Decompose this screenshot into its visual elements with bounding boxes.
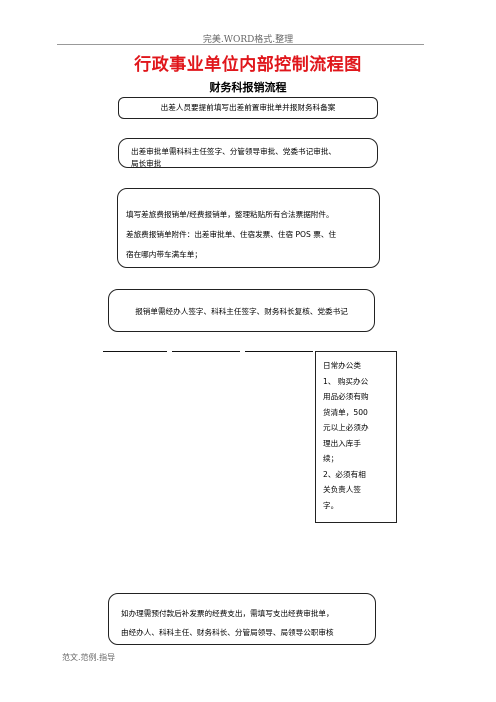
flow-step-text: 出差审批单需科科主任签字、分管领导审批、党委书记审批、 — [131, 147, 337, 156]
note-line: 关负责人签 — [323, 485, 361, 494]
note-line: 用品必须有购 — [323, 392, 369, 401]
note-line: 字。 — [323, 500, 339, 510]
flow-step-text: 报销单需经办人签字、科科主任签字、财务科长复核、党委书记 — [135, 307, 348, 316]
flow-step-text: 由经办人、科科主任、财务科长、分管局领导、局领导公职审核 — [121, 628, 334, 637]
note-line: 理出入库手 — [323, 438, 361, 448]
flow-step-text: 局长审批 — [131, 159, 162, 168]
flow-step-approval-signatures: 出差审批单需科科主任签字、分管领导审批、党委书记审批、 局长审批 — [118, 138, 378, 168]
daily-office-note: 日常办公类 1、 购买办公 用品必须有购 货清单，500 元以上必须办 理出入库… — [315, 351, 397, 523]
note-line: 日常办公类 — [323, 361, 361, 370]
note-line: 2、必须有相 — [323, 469, 366, 479]
flow-step-text: 宿在哪内带车满车单； — [126, 250, 202, 259]
document-title: 行政事业单位内部控制流程图 — [134, 55, 362, 75]
page-footer-text: 范文.范例.指导 — [62, 653, 116, 662]
note-line: 1、 购买办公 — [323, 376, 369, 386]
flow-step-text: 如办理需预付款后补发票的经费支出，需填写支出经费审批单， — [121, 609, 334, 618]
flow-step-text: 出差人员要提前填写出差前置审批单并报财务科备案 — [160, 103, 336, 112]
flowchart-subtitle: 财务科报销流程 — [209, 81, 287, 94]
flow-step-reimbursement-signatures: 报销单需经办人签字、科科主任签字、财务科长复核、党委书记 — [108, 289, 375, 332]
note-line: 续； — [323, 454, 339, 463]
flow-step-text: 填写差旅费报销单/经费报销单，整理粘贴所有合法票据附件。 — [126, 210, 334, 219]
page-header-text: 完美.WORD格式.整理 — [202, 35, 294, 45]
note-line: 元以上必须办 — [323, 423, 369, 432]
divider-segment — [172, 351, 240, 352]
flow-step-pre-approval: 出差人员要提前填写出差前置审批单并报财务科备案 — [118, 97, 378, 119]
flow-step-prepayment-approval: 如办理需预付款后补发票的经费支出，需填写支出经费审批单， 由经办人、科科主任、财… — [108, 593, 376, 645]
flow-step-text: 差旅费报销单附件：出差审批单、住宿发票、住宿 POS 票、住 — [126, 230, 337, 239]
flow-step-fill-reimbursement: 填写差旅费报销单/经费报销单，整理粘贴所有合法票据附件。 差旅费报销单附件：出差… — [117, 188, 380, 268]
divider-segment — [245, 351, 313, 352]
header-divider — [57, 44, 424, 45]
divider-segment — [103, 351, 167, 352]
note-line: 货清单，500 — [323, 407, 368, 417]
